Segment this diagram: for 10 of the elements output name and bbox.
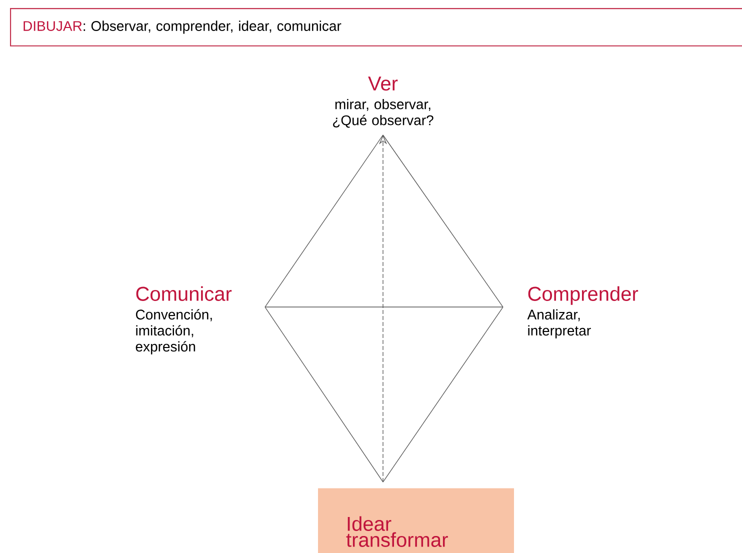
diamond-side [382, 306, 504, 482]
highlight-box: Idear transformar [318, 488, 514, 553]
header-box: DIBUJAR: Observar, comprender, idear, comunicar [10, 8, 742, 46]
diamond-side [264, 306, 504, 308]
vertex-label: Ver mirar, observar, ¿Qué observar? [333, 76, 434, 128]
diamond-side [264, 306, 384, 482]
diamond-side [382, 134, 504, 308]
vertex-label: Comprender Analizar, interpretar [527, 286, 638, 338]
vertex-label: Comunicar Convención, imitación, expresión [136, 286, 232, 354]
diamond-side [264, 134, 384, 308]
